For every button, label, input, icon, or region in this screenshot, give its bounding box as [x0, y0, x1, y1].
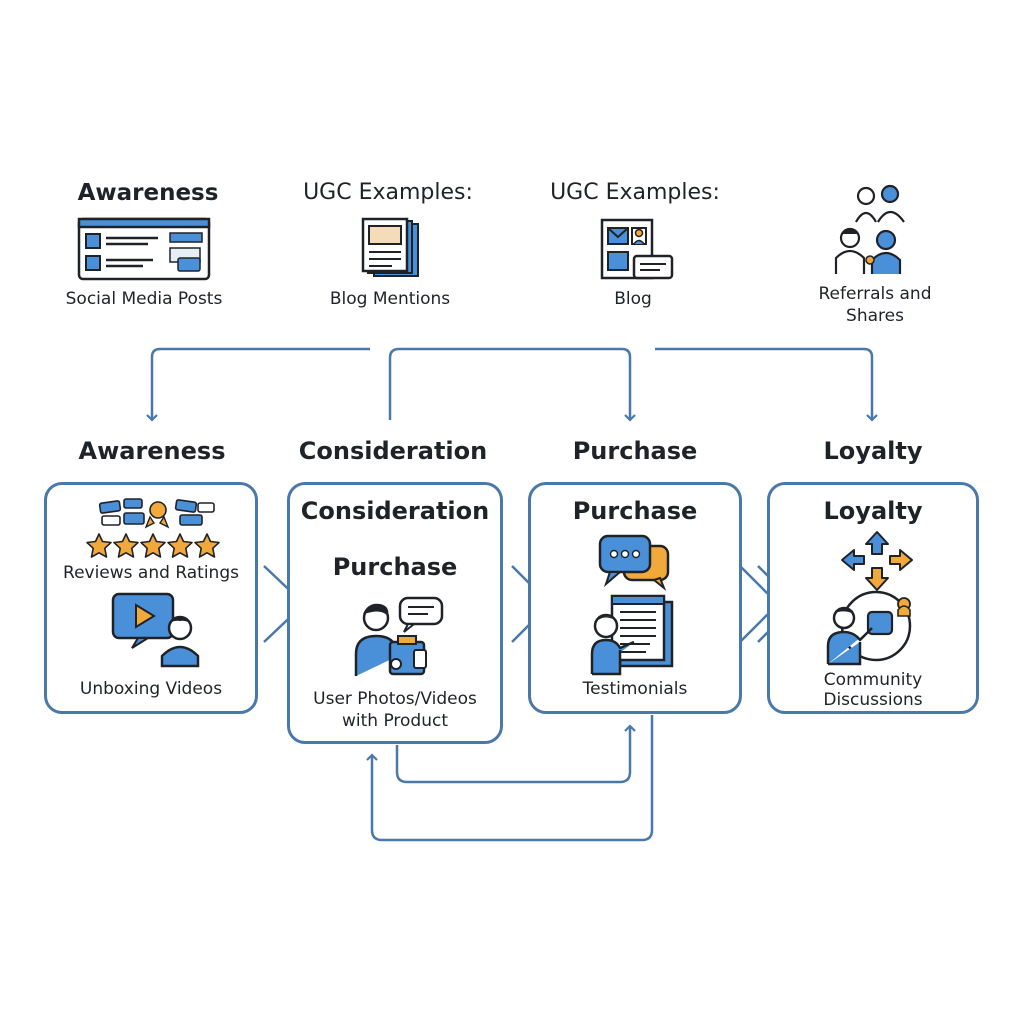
five-star-rating-icon	[86, 533, 220, 558]
people-group-icon	[834, 184, 905, 274]
item-unboxing-videos: Unboxing Videos	[79, 679, 223, 699]
top-label-referrals-shares: Referrals and Shares	[818, 284, 932, 326]
top-label-blog-mentions: Blog Mentions	[329, 289, 451, 309]
box-title-purchase: Purchase	[572, 497, 698, 525]
blog-document-icon	[361, 217, 419, 277]
connector-top-left	[146, 347, 370, 422]
chat-bubbles-icon	[598, 534, 670, 592]
stage-heading-awareness: Awareness	[78, 437, 226, 465]
blog-page-icon	[600, 218, 674, 280]
item-reviews-ratings: Reviews and Ratings	[63, 563, 239, 583]
box-subtitle-purchase: Purchase	[332, 553, 458, 581]
person-with-product-icon	[354, 596, 444, 676]
item-user-photos-videos: User Photos/Videos with Product	[313, 689, 477, 731]
connector-top-right	[655, 347, 878, 422]
connector-top-center-left	[388, 347, 636, 422]
social-media-post-icon	[77, 217, 211, 281]
connector-bottom-outer	[366, 715, 654, 842]
box-title-loyalty: Loyalty	[823, 497, 923, 525]
connector-bottom-inner	[395, 724, 636, 784]
video-play-person-icon	[111, 592, 200, 668]
stage-heading-loyalty: Loyalty	[823, 437, 923, 465]
stage-heading-consideration: Consideration	[298, 437, 488, 465]
stage-heading-purchase: Purchase	[572, 437, 698, 465]
testimonial-document-person-icon	[590, 594, 674, 676]
community-person-icon	[826, 590, 912, 666]
top-label-blog: Blog	[614, 289, 652, 309]
top-heading-ugc-2: UGC Examples:	[550, 180, 720, 205]
top-heading-ugc-1: UGC Examples:	[303, 180, 473, 205]
review-tags-icon	[98, 498, 215, 529]
item-testimonials: Testimonials	[582, 679, 688, 699]
item-community-discussions: Community Discussions	[823, 670, 923, 710]
stage-box-loyalty	[767, 482, 979, 714]
four-direction-arrows-icon	[841, 531, 913, 591]
top-heading-awareness: Awareness	[77, 180, 219, 206]
stage-box-consideration	[287, 482, 503, 744]
top-label-social-media-posts: Social Media Posts	[65, 289, 223, 309]
box-title-consideration: Consideration	[300, 497, 490, 525]
